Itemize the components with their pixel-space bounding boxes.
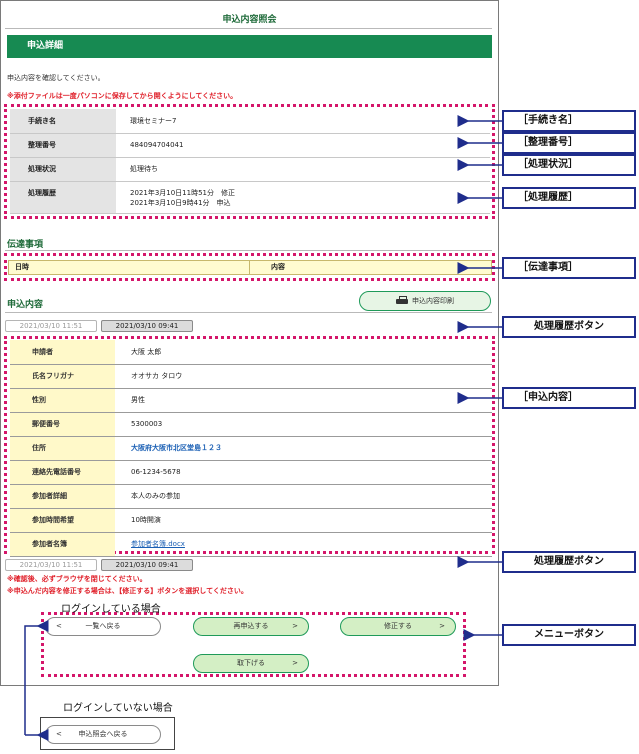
- time-preference-label: 参加時間希望: [10, 508, 115, 533]
- furigana-label: 氏名フリガナ: [10, 364, 115, 389]
- reference-no-value: 484094704041: [116, 133, 490, 158]
- messages-table-header: 日時 内容: [8, 260, 492, 275]
- messages-col-content: 内容: [271, 263, 285, 271]
- print-button-label: 申込内容印刷: [412, 297, 454, 305]
- callout-history-button-1: 処理履歴ボタン: [502, 316, 636, 338]
- table-row: 参加者名簿 参加者名簿.docx: [10, 532, 492, 557]
- attachment-warning: ※添付ファイルは一度パソコンに保存してから開くようにしてください。: [7, 92, 238, 100]
- address-value: 大阪府大阪市北区堂島１２３: [115, 436, 492, 461]
- table-row: 参加者詳細本人のみの参加: [10, 484, 492, 509]
- section-bar: 申込詳細: [7, 35, 492, 58]
- messages-col-date: 日時: [9, 261, 250, 274]
- messages-highlight: [4, 253, 495, 281]
- history-button-0941[interactable]: 2021/03/10 09:41: [101, 320, 193, 332]
- withdraw-button[interactable]: 取下げる >: [193, 654, 309, 673]
- postal-code-value: 5300003: [115, 412, 492, 437]
- back-to-list-label: 一覧へ戻る: [85, 622, 121, 630]
- history-entry: 2021年3月10日9時41分 申込: [130, 198, 231, 207]
- print-button[interactable]: 申込内容印刷: [359, 291, 491, 311]
- history-label: 処理履歴: [10, 181, 116, 214]
- withdraw-label: 取下げる: [237, 659, 265, 667]
- address-label: 住所: [10, 436, 115, 461]
- postal-code-label: 郵便番号: [10, 412, 115, 437]
- application-title: 申込内容: [7, 300, 44, 310]
- chevron-left-icon: <: [56, 622, 62, 630]
- participant-detail-label: 参加者詳細: [10, 484, 115, 509]
- phone-label: 連絡先電話番号: [10, 460, 115, 485]
- table-row: 処理履歴 2021年3月10日11時51分 修正 2021年3月10日9時41分…: [10, 181, 490, 214]
- logged-in-label: ログインしている場合: [61, 604, 161, 615]
- time-preference-value: 10時開演: [115, 508, 492, 533]
- modify-label: 修正する: [384, 622, 412, 630]
- close-browser-note: ※確認後、必ずブラウザを閉じてください。: [7, 575, 147, 583]
- back-to-inquiry-label: 申込照会へ戻る: [78, 730, 128, 738]
- callout-procedure-name: ［手続き名］: [502, 110, 636, 132]
- participant-detail-value: 本人のみの参加: [115, 484, 492, 509]
- status-label: 処理状況: [10, 157, 116, 182]
- reference-no-label: 整理番号: [10, 133, 116, 158]
- table-row: 処理状況 処理待ち: [10, 157, 490, 182]
- roster-label: 参加者名簿: [10, 532, 115, 557]
- history-entry: 2021年3月10日11時51分 修正: [130, 188, 235, 197]
- callout-status: ［処理状況］: [502, 154, 636, 176]
- messages-divider: [5, 250, 492, 251]
- callout-reference-no: ［整理番号］: [502, 132, 636, 154]
- logged-out-label: ログインしていない場合: [63, 703, 173, 714]
- reapply-button[interactable]: 再申込する >: [193, 617, 309, 636]
- history-button-1151-bottom[interactable]: 2021/03/10 11:51: [5, 559, 97, 571]
- table-row: 性別男性: [10, 388, 492, 413]
- gender-label: 性別: [10, 388, 115, 413]
- printer-icon: [396, 296, 408, 306]
- application-divider: [5, 312, 492, 313]
- gender-value: 男性: [115, 388, 492, 413]
- chevron-right-icon: >: [292, 622, 298, 630]
- table-row: 住所大阪府大阪市北区堂島１２３: [10, 436, 492, 461]
- back-to-list-button[interactable]: < 一覧へ戻る: [45, 617, 161, 636]
- roster-file-link[interactable]: 参加者名簿.docx: [131, 540, 185, 548]
- callout-menu-button: メニューボタン: [502, 624, 636, 646]
- callout-history-button-2: 処理履歴ボタン: [502, 551, 636, 573]
- status-value: 処理待ち: [116, 157, 490, 182]
- chevron-left-icon: <: [56, 730, 62, 738]
- chevron-right-icon: >: [292, 659, 298, 667]
- procedure-table: 手続き名 環境セミナー7 整理番号 484094704041 処理状況 処理待ち…: [10, 109, 490, 214]
- chevron-right-icon: >: [439, 622, 445, 630]
- menu-highlight: [41, 612, 466, 677]
- procedure-highlight: [4, 104, 495, 219]
- table-row: 氏名フリガナオオサカ タロウ: [10, 364, 492, 389]
- table-row: 手続き名 環境セミナー7: [10, 109, 490, 134]
- back-to-inquiry-button[interactable]: < 申込照会へ戻る: [45, 725, 161, 744]
- page-title: 申込内容照会: [222, 15, 277, 25]
- callout-messages: ［伝達事項］: [502, 257, 636, 279]
- table-row: 申請者大阪 太郎: [10, 340, 492, 365]
- procedure-name-label: 手続き名: [10, 109, 116, 134]
- modify-button[interactable]: 修正する >: [340, 617, 456, 636]
- procedure-name-value: 環境セミナー7: [116, 109, 490, 134]
- title-divider: [5, 28, 492, 29]
- table-row: 整理番号 484094704041: [10, 133, 490, 158]
- modify-note: ※申込んだ内容を修正する場合は、【修正する】ボタンを選択してください。: [7, 587, 248, 595]
- reapply-label: 再申込する: [233, 622, 269, 630]
- callout-application: ［申込内容］: [502, 387, 636, 409]
- history-value: 2021年3月10日11時51分 修正 2021年3月10日9時41分 申込: [116, 181, 490, 214]
- applicant-label: 申請者: [10, 340, 115, 365]
- callout-history: ［処理履歴］: [502, 187, 636, 209]
- furigana-value: オオサカ タロウ: [115, 364, 492, 389]
- messages-title: 伝達事項: [7, 240, 44, 250]
- applicant-value: 大阪 太郎: [115, 340, 492, 365]
- history-button-1151[interactable]: 2021/03/10 11:51: [5, 320, 97, 332]
- intro-text: 申込内容を確認してください。: [7, 74, 105, 82]
- phone-value: 06-1234-5678: [115, 460, 492, 485]
- history-button-0941-bottom[interactable]: 2021/03/10 09:41: [101, 559, 193, 571]
